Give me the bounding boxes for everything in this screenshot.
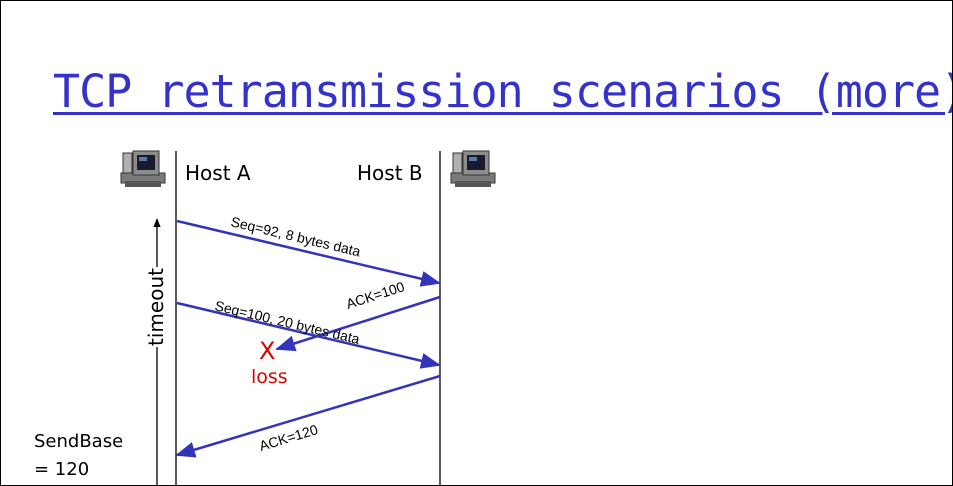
seq100-label: Seq=100, 20 bytes data: [213, 297, 361, 347]
timeout-label: timeout: [144, 268, 168, 346]
timeout-label-bg: [141, 267, 171, 347]
sendbase-value: = 120: [34, 459, 89, 480]
host-a-computer-icon: [120, 150, 166, 187]
host-b-label: Host B: [357, 161, 423, 185]
ack100-label: ACK=100: [344, 278, 407, 312]
seq92-arrow: [176, 219, 441, 287]
loss-x-icon: X: [259, 337, 275, 365]
ack100-arrow: [275, 295, 441, 352]
seq100-arrow: [176, 301, 441, 369]
host-a-label: Host A: [185, 161, 251, 185]
ack120-label: ACK=120: [257, 421, 320, 454]
seq92-label: Seq=92, 8 bytes data: [229, 213, 362, 259]
sendbase-label: SendBase: [34, 431, 123, 452]
ack120-arrow: [175, 374, 441, 458]
host-b-computer-icon: [450, 150, 496, 187]
slide-title: TCP retransmission scenarios (more): [53, 65, 953, 118]
loss-label: loss: [251, 366, 288, 388]
